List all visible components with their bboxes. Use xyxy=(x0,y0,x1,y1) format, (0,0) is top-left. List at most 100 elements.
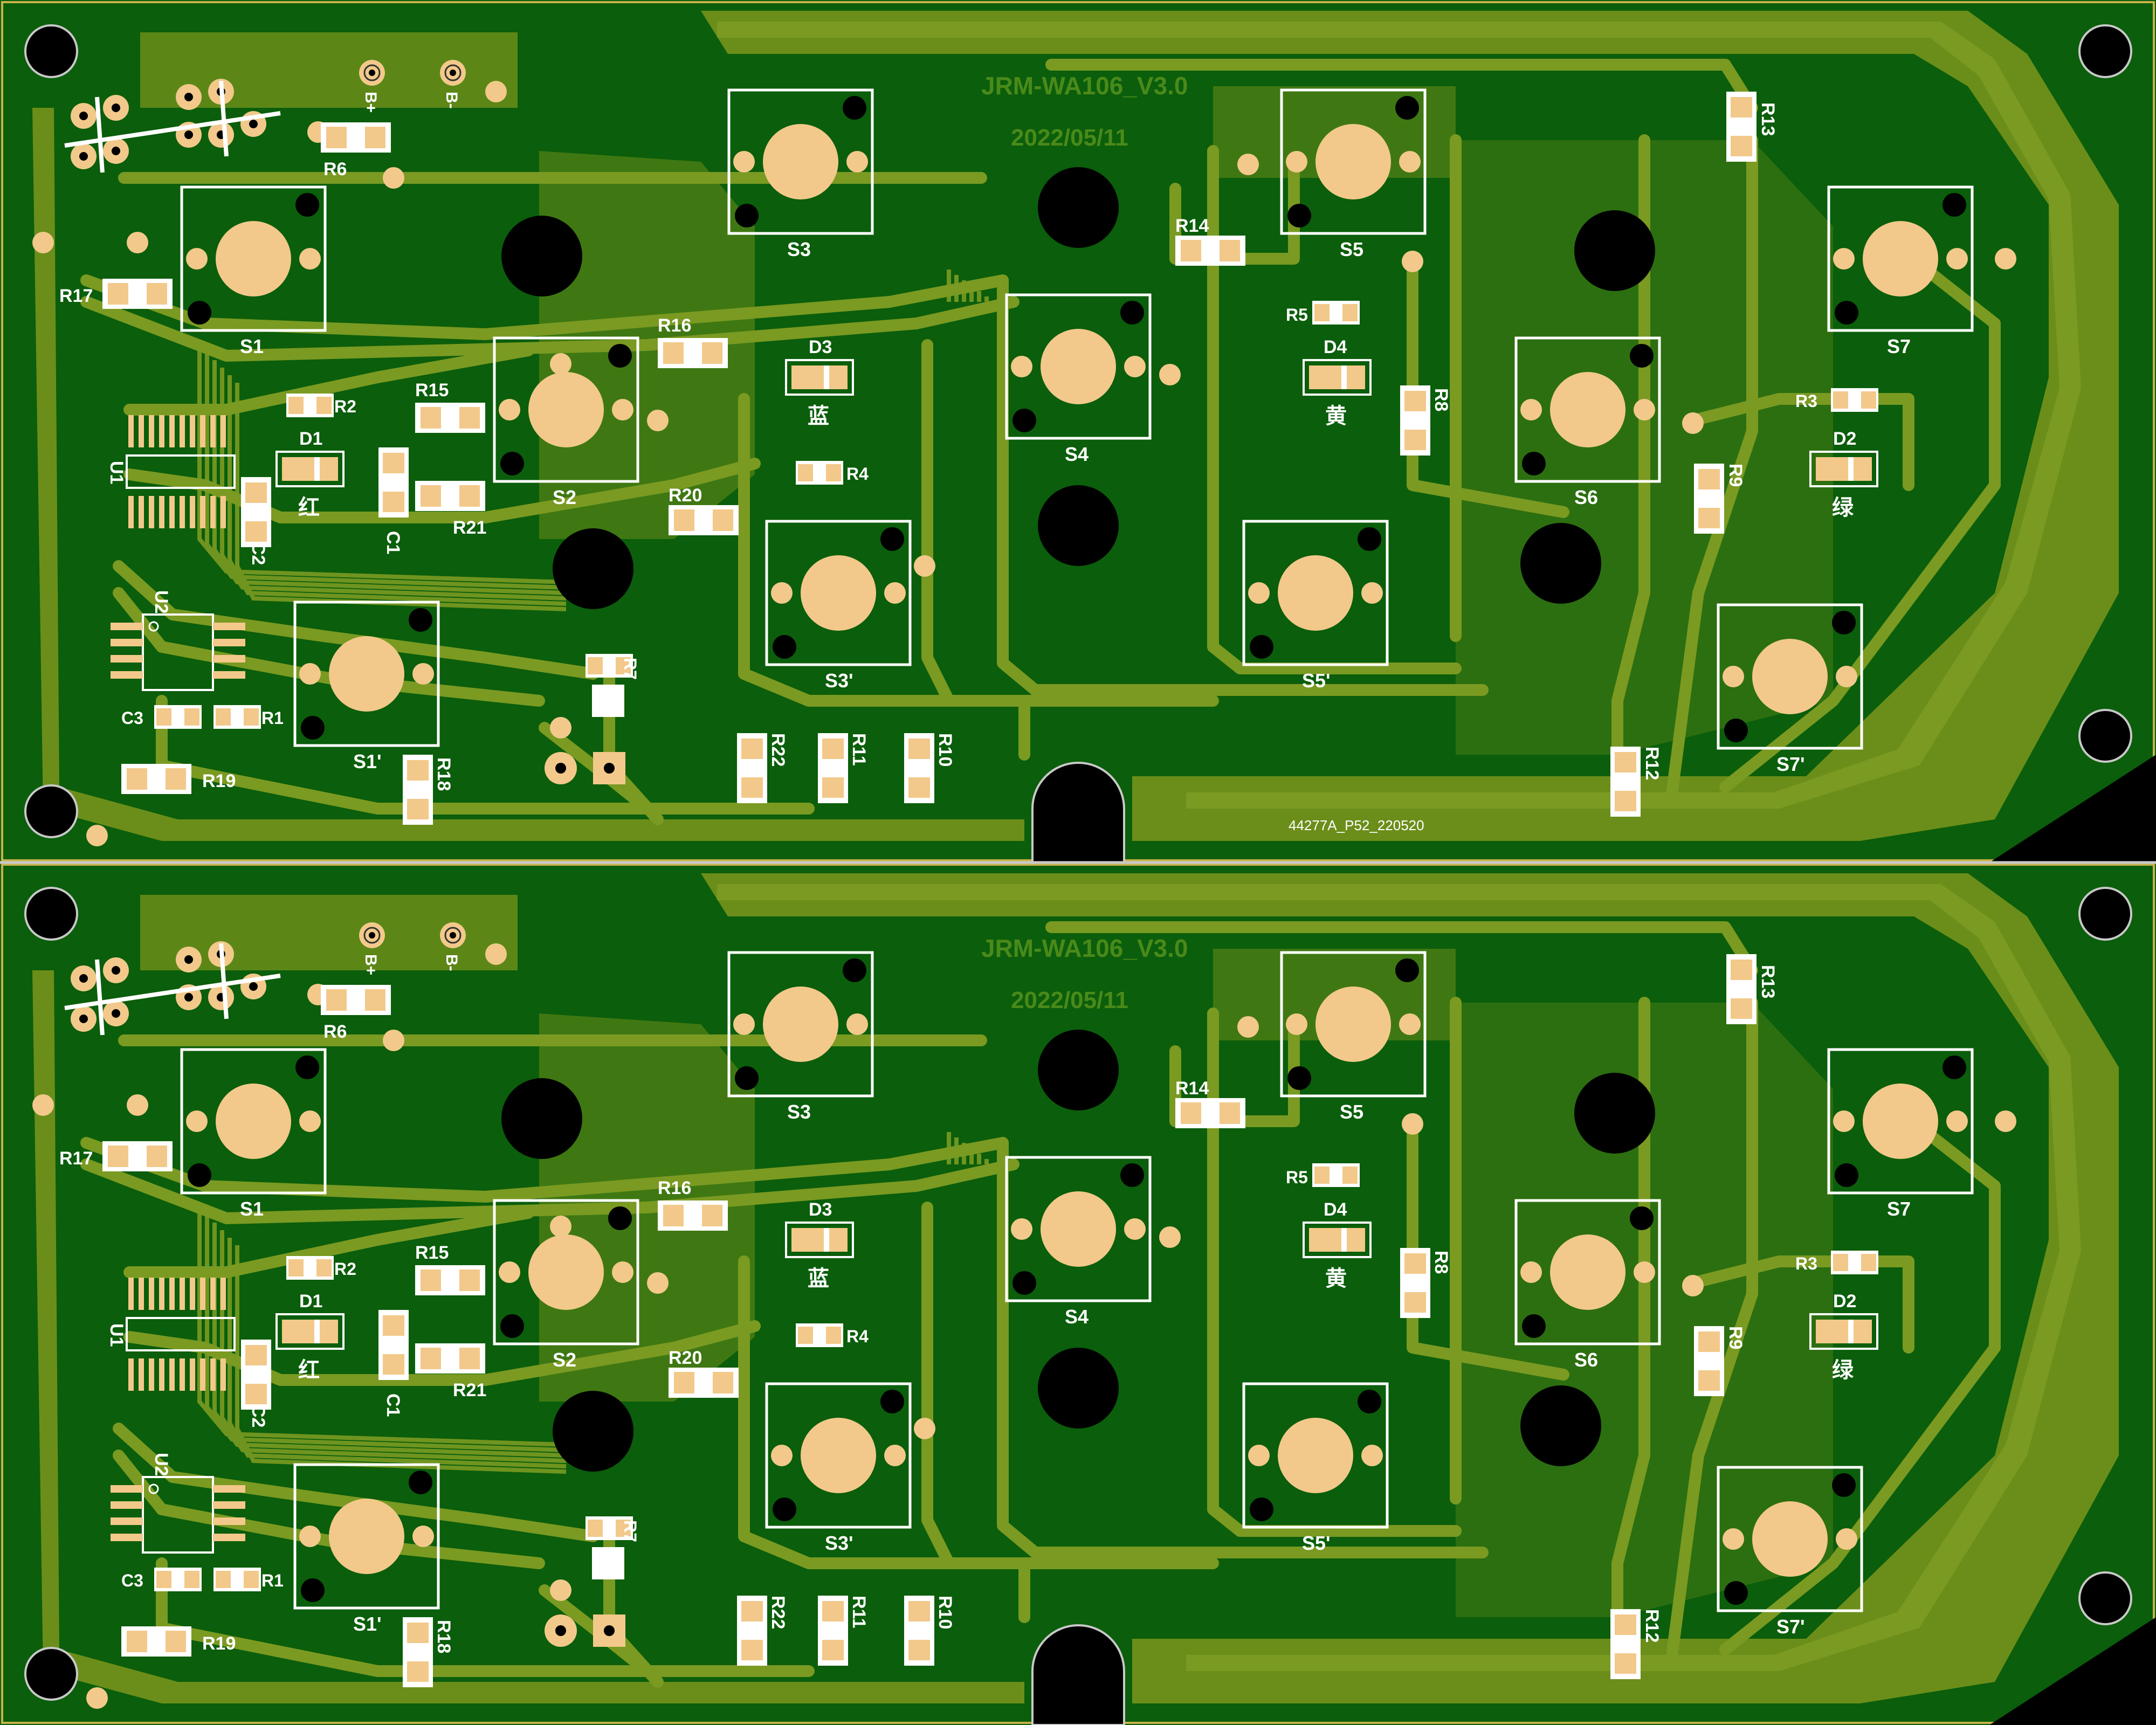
smd-label: R2 xyxy=(334,397,356,416)
smd-label: R4 xyxy=(846,1327,869,1346)
smd-R18: R18 xyxy=(403,1617,454,1687)
trace-6 xyxy=(113,560,599,680)
board-title: JRM-WA106_V3.0 xyxy=(981,72,1188,100)
smd-pad-a xyxy=(741,1601,763,1622)
switch-label: S2 xyxy=(553,1349,576,1371)
trace-8 xyxy=(738,1255,1030,1623)
switch-hole-bl xyxy=(1250,1498,1273,1521)
led-color-label: 黄 xyxy=(1325,404,1347,428)
smd-label: R1 xyxy=(261,1571,284,1590)
smd-R6: R6 xyxy=(321,122,391,180)
led-cathode-mark xyxy=(1848,457,1854,481)
ic-pin-bottom-10 xyxy=(221,496,226,528)
smd-label: R10 xyxy=(935,1596,955,1629)
mounting-hole-4 xyxy=(2078,709,2132,763)
smd-pad-a xyxy=(1181,240,1201,261)
smd-label: R20 xyxy=(669,485,702,506)
switch-pad-left xyxy=(1723,666,1744,687)
switch-label: S3 xyxy=(787,1101,811,1123)
via-11 xyxy=(485,81,507,102)
smd-pad-a xyxy=(674,1372,694,1393)
ic-pin-left-1 xyxy=(111,623,143,630)
smd-R1: R1 xyxy=(213,1568,284,1591)
large-hole-2 xyxy=(553,1391,633,1472)
smd-pad-b xyxy=(702,342,722,364)
smd-label: C1 xyxy=(383,1393,403,1417)
smd-pad-b xyxy=(826,464,841,481)
smd-pad-b xyxy=(702,1205,722,1226)
switch-hole-bl xyxy=(773,1498,796,1521)
large-hole-2 xyxy=(553,528,633,609)
power-pad-ring-2 xyxy=(444,927,461,944)
smd-pad-a xyxy=(326,127,347,148)
power-pad-drill-1 xyxy=(369,932,375,939)
switch-dome xyxy=(801,1418,876,1493)
via-1 xyxy=(32,232,54,253)
smd-R1: R1 xyxy=(213,705,284,729)
led-body xyxy=(1309,365,1365,389)
switch-S3p: S3' xyxy=(765,520,912,692)
smd-pad-b xyxy=(316,1259,332,1276)
smd-label: R9 xyxy=(1725,464,1746,487)
trace-9 xyxy=(921,339,1219,707)
trace-8 xyxy=(738,393,1030,761)
mounting-hole-4 xyxy=(2078,1571,2132,1625)
smd-pad-a xyxy=(1833,391,1848,409)
jumper-drill-round xyxy=(555,1625,566,1636)
smd-pad-b xyxy=(316,397,332,414)
smd-label: R22 xyxy=(768,1596,788,1629)
smd-R21: R21 xyxy=(415,1343,486,1400)
smd-label: R7 xyxy=(621,1520,640,1542)
ic-U2: U2 xyxy=(111,590,245,691)
smd-pad-b xyxy=(616,1520,631,1537)
smd-pad-b xyxy=(459,407,480,429)
ic-pin-bottom-10 xyxy=(221,1358,226,1391)
switch-pad-left xyxy=(299,1526,321,1547)
switch-label: S4 xyxy=(1065,1306,1089,1328)
connector-drill-1 xyxy=(79,974,88,983)
switch-pad-left xyxy=(1011,1218,1032,1240)
switch-pad-right xyxy=(1124,356,1146,377)
switch-outline xyxy=(727,88,874,235)
large-hole-1 xyxy=(501,1078,582,1159)
ic-pin-top-6 xyxy=(180,1278,185,1310)
trace-16 xyxy=(1719,258,2001,793)
ic-pin-top-10 xyxy=(221,415,226,447)
smd-pad-a xyxy=(1615,1614,1636,1635)
bus-trace-4 xyxy=(220,368,567,601)
smd-R16: R16 xyxy=(658,315,728,368)
smd-R14: R14 xyxy=(1175,216,1245,266)
switch-dome xyxy=(329,636,404,712)
large-hole-3 xyxy=(1038,167,1119,248)
switch-S3p: S3' xyxy=(765,1382,912,1554)
via-12 xyxy=(86,825,108,846)
switch-outline xyxy=(1827,185,1974,332)
via-13 xyxy=(550,717,571,739)
via-7 xyxy=(1402,1113,1423,1135)
ic-pin-bottom-9 xyxy=(210,496,216,528)
jumper-drill-square xyxy=(604,1625,615,1636)
led-outline xyxy=(1303,1222,1372,1258)
ic-pin-top-10 xyxy=(221,1278,226,1310)
large-hole-5 xyxy=(1574,210,1655,291)
switch-pad-right xyxy=(884,582,906,604)
smd-pad-b xyxy=(166,1631,186,1652)
led-D3: D3蓝 xyxy=(785,1199,854,1291)
led-cathode-mark xyxy=(314,457,320,481)
ic-pin-top-2 xyxy=(139,415,144,447)
power-pad-ring-2 xyxy=(444,64,461,81)
led-color-label: 蓝 xyxy=(808,404,829,428)
switch-dome xyxy=(1863,1084,1938,1159)
smd-pad-b xyxy=(244,1571,259,1588)
smd-label: R22 xyxy=(768,733,788,767)
led-D4: D4黄 xyxy=(1303,337,1372,428)
smd-pad-a xyxy=(245,482,267,503)
large-hole-4 xyxy=(1038,485,1119,566)
connector-silk-cross xyxy=(64,943,281,1036)
smd-pad-b xyxy=(713,1372,733,1393)
led-body xyxy=(282,1320,338,1343)
ic-pin-right-4 xyxy=(213,671,245,679)
smd-pad-b xyxy=(184,1571,199,1588)
switch-S7: S7 xyxy=(1827,185,1974,357)
